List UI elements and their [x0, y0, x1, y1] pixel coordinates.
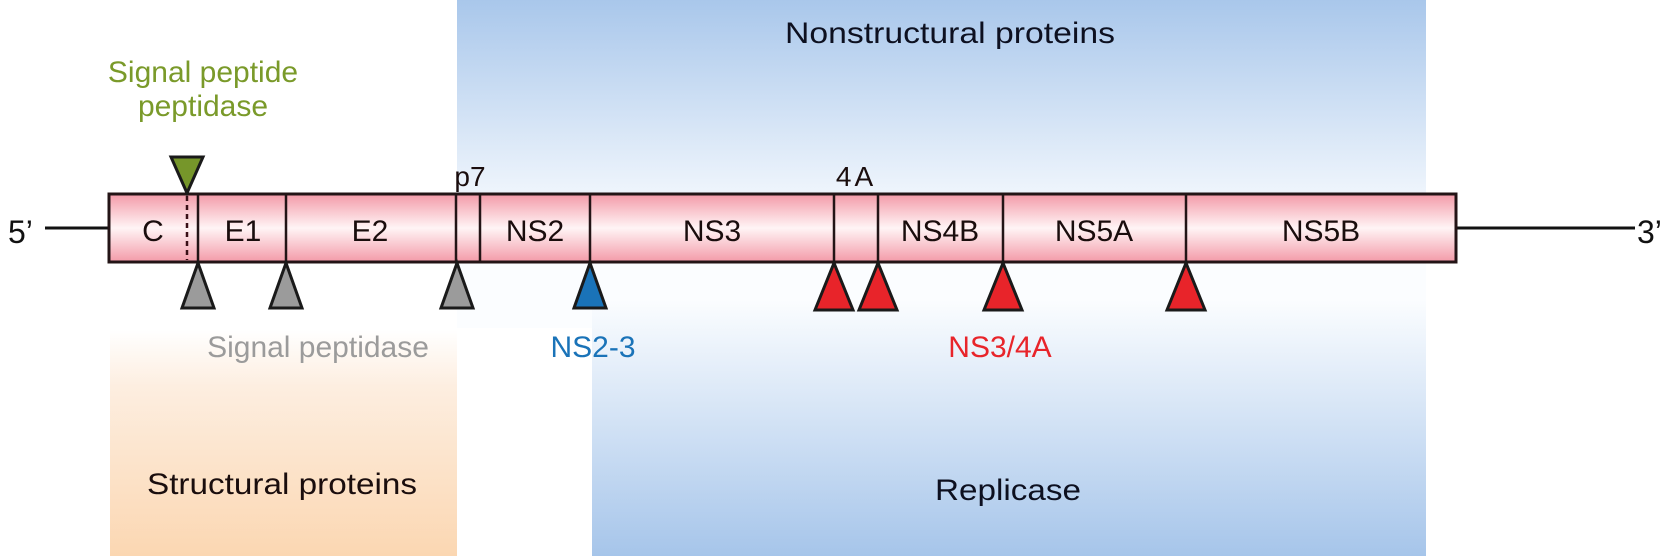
signal-peptide-peptidase-label-line2: peptidase [138, 90, 268, 123]
segment-label-ns5b: NS5B [1282, 215, 1360, 248]
signal-peptidase-label: Signal peptidase [207, 331, 429, 364]
ns3-4a-site-marker [812, 258, 856, 312]
segment-label-c: C [142, 215, 164, 248]
segment-label-p7: p7 [454, 161, 485, 192]
replicase-region [592, 300, 1426, 556]
ns3-4a-site-marker [981, 258, 1025, 312]
nonstructural-proteins-label: Nonstructural proteins [785, 17, 1115, 50]
segment-label-ns3: NS3 [683, 215, 741, 248]
segment-label-ns2: NS2 [506, 215, 564, 248]
replicase-label: Replicase [935, 474, 1081, 507]
signal-peptide-peptidase-site-marker [168, 155, 206, 197]
segment-label-ns4b: NS4B [901, 215, 979, 248]
ns2-3-site-marker [571, 258, 609, 310]
structural-region [110, 330, 457, 556]
segment-label-e1: E1 [225, 215, 262, 248]
polyprotein-bar [107, 192, 1458, 264]
ns3-4a-markers [812, 258, 1208, 312]
segment-label-e2: E2 [352, 215, 389, 248]
ns3-4a-label: NS3/4A [948, 331, 1051, 364]
structural-proteins-label: Structural proteins [147, 468, 417, 501]
segment-dividers [196, 194, 1188, 262]
ns3-4a-site-marker [856, 258, 900, 312]
signal-peptide-peptidase-label-line1: Signal peptide [108, 56, 298, 89]
signal-peptidase-markers [179, 258, 476, 310]
nonstructural-region-top [457, 0, 1426, 228]
segment-label-ns4a: 4A [836, 161, 876, 192]
five-prime-label: 5’ [8, 214, 33, 250]
three-prime-label: 3’ [1637, 214, 1662, 250]
signal-peptidase-site-marker [438, 258, 476, 310]
segment-label-ns5a: NS5A [1055, 215, 1133, 248]
ns2-3-label: NS2-3 [550, 331, 635, 364]
signal-peptidase-site-marker [179, 258, 217, 310]
signal-peptidase-site-marker [267, 258, 305, 310]
ns3-4a-site-marker [1164, 258, 1208, 312]
